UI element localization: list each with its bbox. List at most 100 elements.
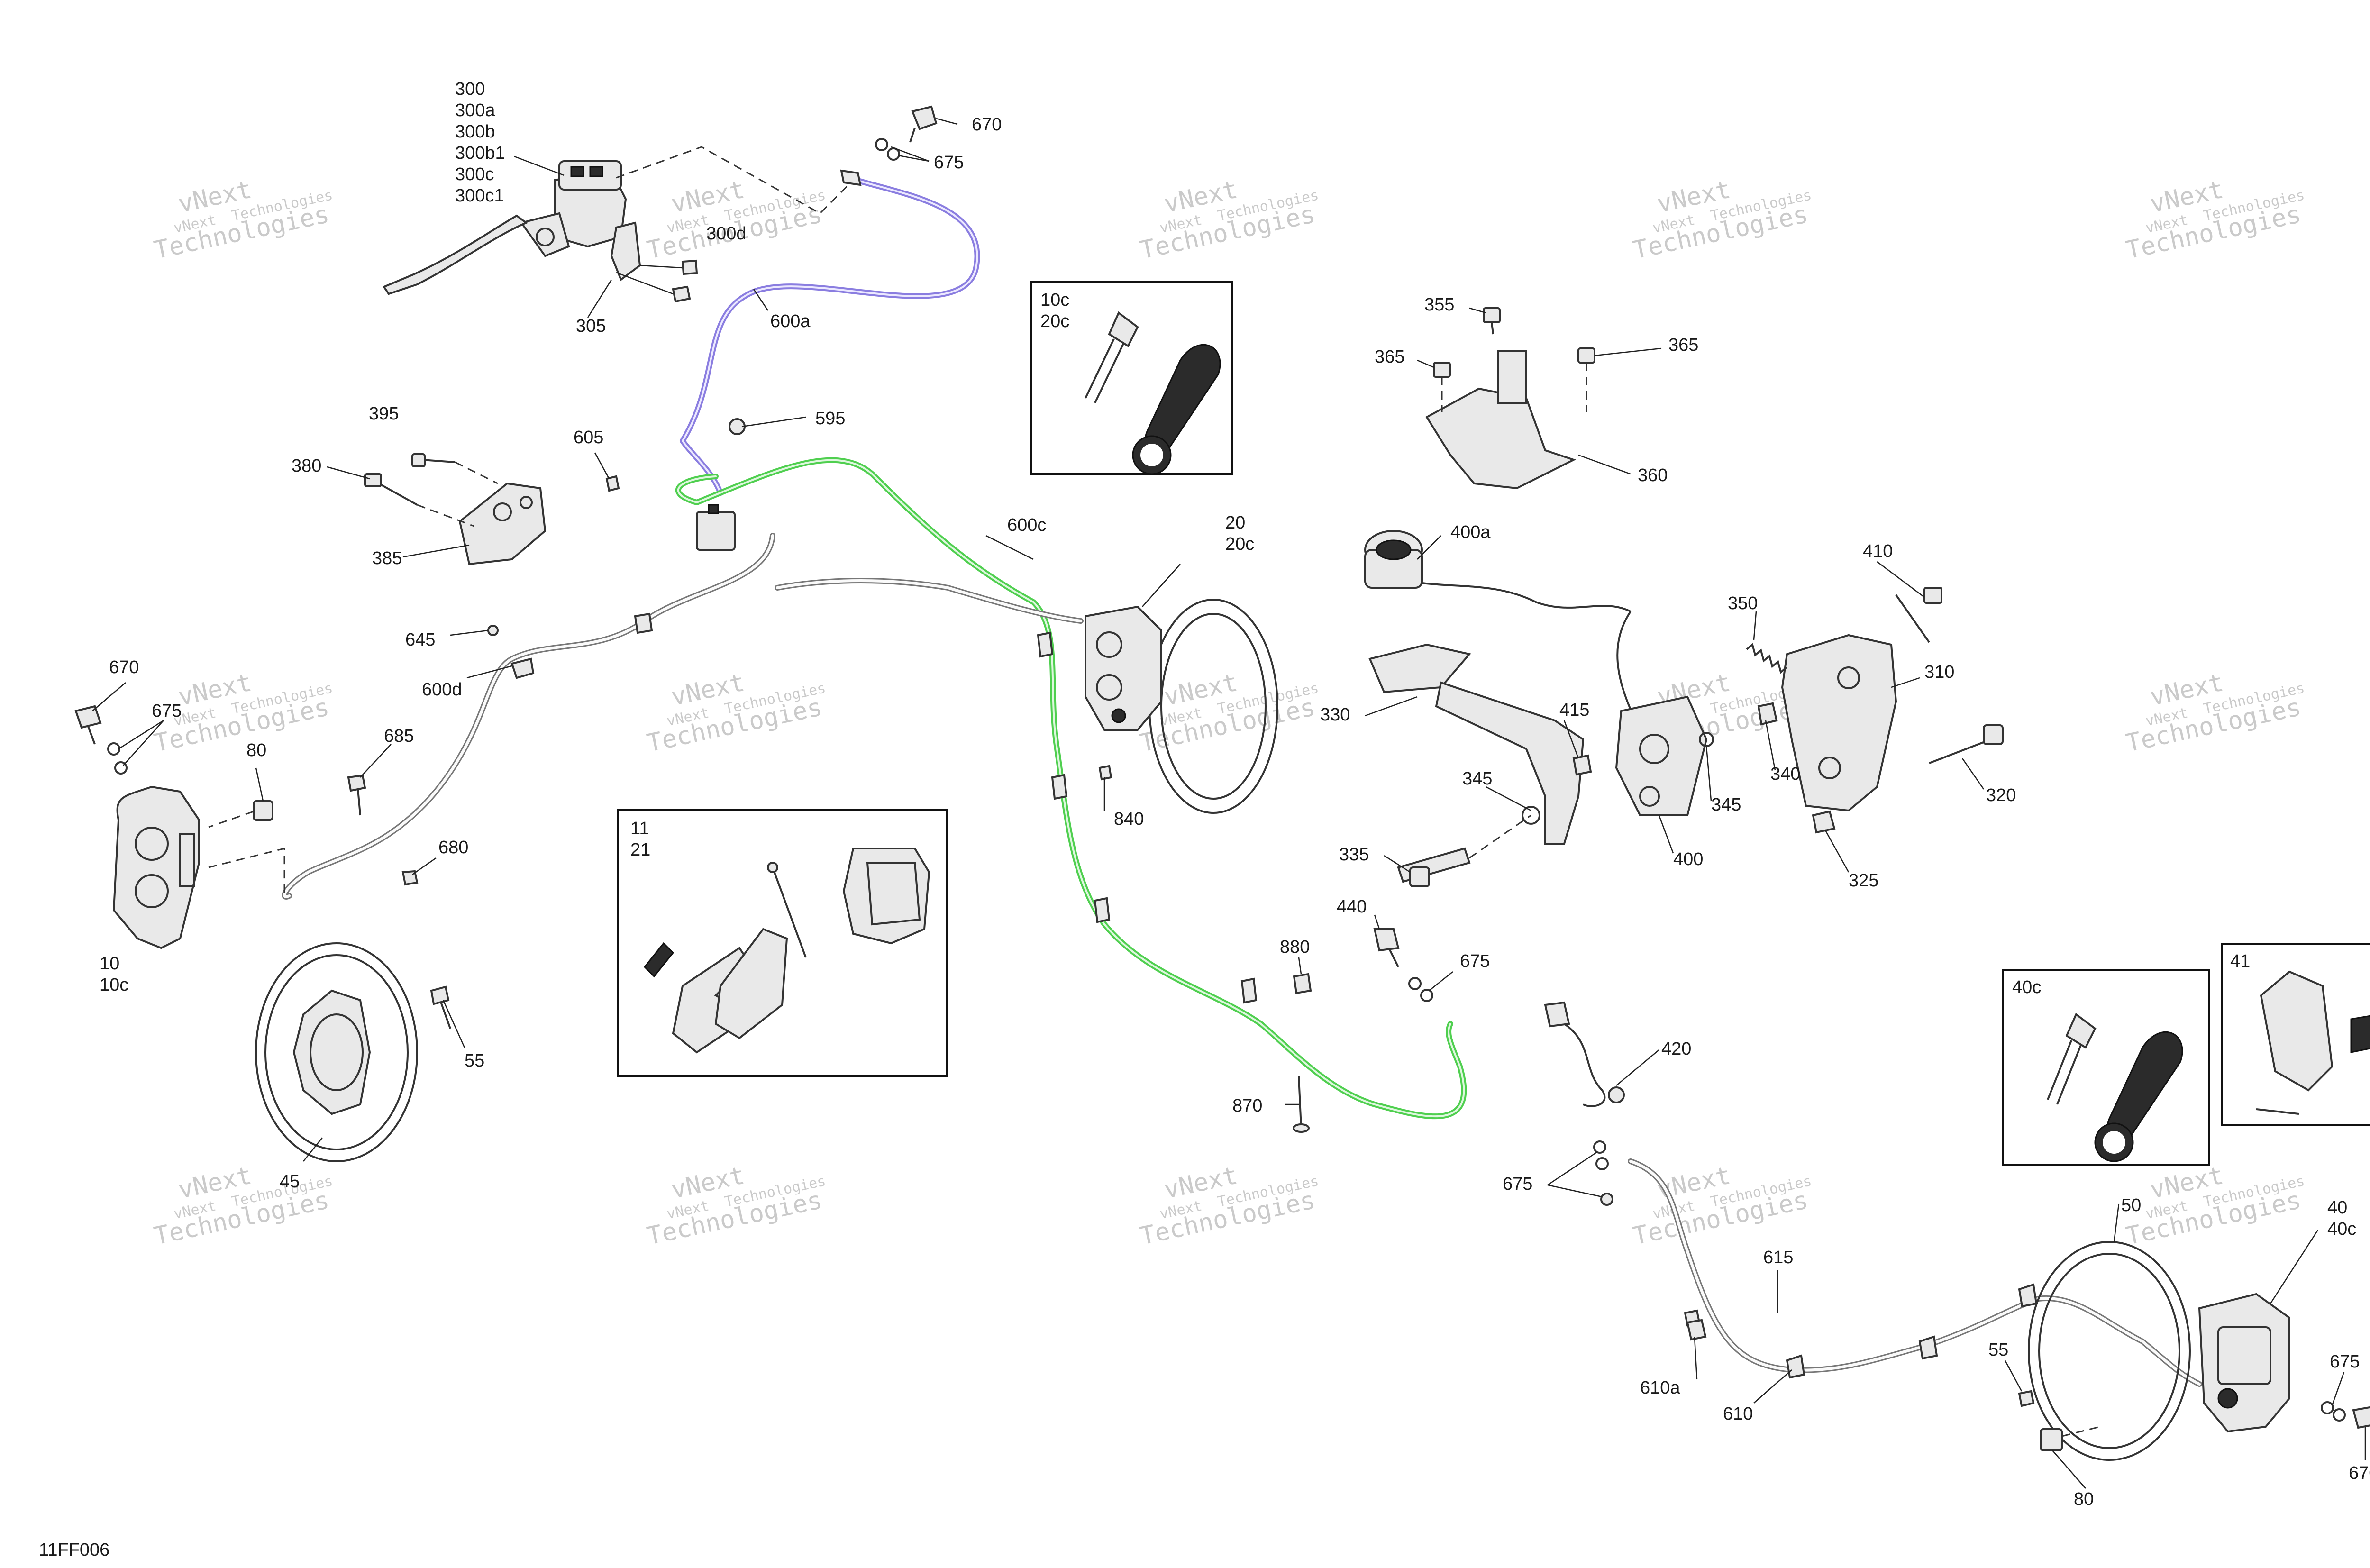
callout-670: 670 (2349, 1463, 2370, 1483)
callout-305: 305 (576, 316, 606, 336)
bolt-300d (639, 259, 698, 275)
brake-pedal-330[interactable] (1368, 643, 1585, 845)
callout-670: 670 (972, 115, 1002, 135)
callout-50: 50 (2121, 1195, 2141, 1215)
screw-605 (605, 475, 620, 492)
callout-840: 840 (1114, 809, 1144, 829)
front-disc-45[interactable] (255, 942, 418, 1162)
brake-line-600c[interactable] (675, 457, 1467, 1120)
junction-block[interactable] (696, 504, 736, 551)
inset-brake-pads-front (617, 809, 948, 1077)
callout-40c: 40c (2012, 977, 2041, 997)
pad-pin (2256, 1108, 2299, 1115)
watermark: vNext vNext Technologies Technologies (645, 175, 827, 265)
screw-55-left (430, 985, 451, 1029)
hose-clips-front (1037, 631, 1258, 1004)
watermark: vNext vNext Technologies Technologies (152, 1161, 334, 1251)
callout-610a: 610a (1640, 1378, 1680, 1398)
callout-675: 675 (152, 701, 182, 721)
bolt-80-left (208, 800, 273, 828)
callout-400a: 400a (1450, 522, 1491, 542)
watermark: vNext vNext Technologies Technologies (1138, 175, 1320, 265)
pin-870 (1293, 1076, 1310, 1133)
callout-335: 335 (1339, 845, 1369, 865)
callout-605: 605 (574, 428, 603, 447)
brake-line-600a[interactable] (680, 175, 980, 496)
callout-300b: 300b (455, 122, 495, 142)
callout-325: 325 (1849, 871, 1878, 891)
rear-master-cylinder-400[interactable] (1615, 695, 1708, 816)
washer-675 (1593, 1140, 1606, 1154)
screw-680 (401, 870, 419, 886)
callout-320: 320 (1986, 785, 2016, 805)
callout-440: 440 (1337, 897, 1367, 917)
callout-600a: 600a (770, 311, 811, 331)
callout-300a: 300a (455, 100, 495, 120)
washer-675 (1595, 1157, 1609, 1170)
watermark: vNext vNext Technologies Technologies (645, 668, 827, 758)
washer-675 (887, 147, 900, 161)
washer-345 (1699, 732, 1714, 747)
front-caliper-10[interactable] (112, 785, 200, 949)
bleeder-670-top (909, 105, 938, 143)
callout-380: 380 (292, 456, 321, 476)
hose-clip (2018, 1283, 2038, 1308)
screw-55-right (2018, 1390, 2035, 1407)
clip-645 (487, 625, 499, 636)
callout-300b1: 300b1 (455, 143, 505, 163)
diagram-code: 11FF006 (39, 1540, 109, 1560)
front-caliper-20[interactable] (1085, 605, 1162, 731)
callout-675: 675 (1503, 1174, 1532, 1194)
callout-360: 360 (1638, 465, 1668, 485)
watermarks: vNext vNext Technologies Technologies vN… (152, 175, 2306, 1251)
callout-20: 20 (1225, 513, 1245, 533)
callout-600d: 600d (422, 680, 462, 700)
callout-41: 41 (2230, 951, 2250, 971)
caliper-bracket-385[interactable] (458, 482, 547, 565)
bolt-355 (1483, 307, 1501, 335)
callout-365: 365 (1668, 335, 1698, 355)
inset-bleeder-rear (2002, 969, 2210, 1166)
callout-410: 410 (1863, 541, 1893, 561)
callout-675: 675 (934, 153, 964, 173)
bolt-395 (411, 453, 456, 467)
pad-shim (2350, 1015, 2370, 1053)
watermark: vNext vNext Technologies Technologies (152, 175, 334, 265)
callout-10c: 10c (100, 975, 128, 995)
watermark: vNext vNext Technologies Technologies (645, 1161, 827, 1251)
brake-switch-440 (1373, 928, 1400, 967)
rear-mount-bracket-310[interactable] (1781, 634, 1897, 812)
callout-600c: 600c (1007, 515, 1046, 535)
rear-caliper-40[interactable] (2198, 1293, 2290, 1433)
assembly-line (208, 848, 285, 896)
brake-line-610[interactable] (1628, 1158, 2202, 1387)
watermark: vNext vNext Technologies Technologies (2124, 175, 2306, 265)
rear-disc-50[interactable] (2028, 1241, 2191, 1461)
fitting-340 (1757, 702, 1778, 726)
watermark: vNext vNext Technologies Technologies (2124, 668, 2306, 758)
callout-55: 55 (465, 1051, 484, 1071)
leader-lines (92, 118, 2366, 1489)
callout-685: 685 (384, 726, 414, 746)
brake-sensor-420[interactable] (1544, 1001, 1625, 1107)
bolt-880 (1293, 973, 1312, 994)
callout-355: 355 (1424, 295, 1454, 315)
assembly-line (455, 461, 498, 484)
callout-300c: 300c (455, 164, 494, 184)
nut-325 (1812, 810, 1836, 834)
callout-675: 675 (1460, 951, 1490, 971)
bracket-360[interactable] (1425, 350, 1577, 490)
brake-line-600d[interactable] (282, 533, 1084, 900)
callout-350: 350 (1728, 593, 1758, 613)
bleeder-cap (2094, 1031, 2183, 1162)
front-master-cylinder[interactable] (382, 160, 641, 295)
brake-pad (714, 928, 788, 1039)
callout-80: 80 (246, 740, 266, 760)
clamp-610a (1686, 1319, 1707, 1341)
bolt-320 (1929, 724, 2004, 764)
nut-415 (1572, 754, 1592, 776)
inset-bleeder-front (1030, 281, 1233, 475)
brake-lines (282, 175, 2202, 1387)
brake-pad-set (842, 848, 930, 945)
callout-420: 420 (1661, 1039, 1691, 1059)
